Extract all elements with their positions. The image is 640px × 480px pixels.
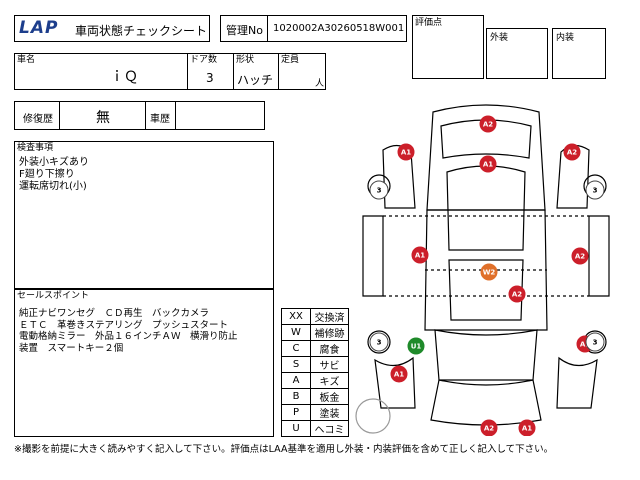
- rating-label: 評価点: [415, 18, 443, 28]
- damage-marker: A2: [571, 247, 589, 265]
- damage-marker: 3: [585, 332, 605, 352]
- damage-marker-label: A2: [567, 149, 577, 157]
- legend-meaning: キズ: [310, 372, 349, 389]
- shape-label: 形状: [236, 55, 255, 65]
- damage-marker: A1: [397, 143, 415, 161]
- damage-marker-label: A1: [580, 341, 590, 349]
- mgmt-no-value-box: 1020002A30260518W001: [267, 15, 407, 42]
- repair-label-box: 修復歴: [14, 101, 60, 130]
- legend-meaning: ヘコミ: [310, 420, 349, 437]
- interior-rating-box: 内装: [552, 28, 606, 79]
- damage-marker-label: A2: [575, 253, 585, 261]
- damage-marker-label: W2: [483, 269, 496, 277]
- legend-code: U: [281, 420, 311, 437]
- damage-marker: 3: [585, 180, 605, 200]
- header-title-box: LAP 車両状態チェックシート: [14, 15, 210, 42]
- car-history-label-box: 車歴: [145, 101, 176, 130]
- damage-marker-label: A1: [394, 371, 404, 379]
- capacity-label: 定員: [281, 55, 300, 65]
- exterior-label: 外装: [490, 33, 509, 43]
- selling-points-text: 純正ナビワンセグ ＣＤ再生 バックカメラ ＥＴＣ 革巻きステアリング プッシュス…: [19, 308, 238, 354]
- legend-code: A: [281, 372, 311, 389]
- legend-meaning: 腐食: [310, 340, 349, 357]
- damage-marker: A2: [480, 419, 498, 436]
- damage-marker: A1: [479, 155, 497, 173]
- sheet-title: 車両状態チェックシート: [75, 24, 208, 38]
- mgmt-no-label-box: 管理No: [220, 15, 268, 42]
- damage-marker: U1: [407, 337, 425, 355]
- legend-code: XX: [281, 308, 311, 325]
- footer-note: ※撮影を前提に大きく読みやすく記入して下さい。評価点はLAA基準を適用し外装・内…: [14, 444, 554, 455]
- doors-label: ドア数: [190, 55, 218, 65]
- damage-marker: A1: [411, 246, 429, 264]
- damage-marker: W2: [480, 263, 498, 281]
- logo: LAP: [19, 18, 59, 38]
- legend-meaning: 補修跡: [310, 324, 349, 341]
- legend-meaning: 板金: [310, 388, 349, 405]
- damage-marker: A1: [518, 419, 536, 436]
- rating-box: 評価点: [412, 15, 484, 79]
- damage-marker-label: A2: [484, 425, 494, 433]
- legend-code: P: [281, 404, 311, 421]
- damage-marker-label: A2: [483, 121, 493, 129]
- legend-meaning: サビ: [310, 356, 349, 373]
- damage-marker-label: 3: [593, 187, 598, 195]
- damage-marker: A2: [508, 285, 526, 303]
- legend-meaning: 塗装: [310, 404, 349, 421]
- selling-points-box: セールスポイント 純正ナビワンセグ ＣＤ再生 バックカメラ ＥＴＣ 革巻きステア…: [14, 289, 274, 437]
- shape-box: 形状 ハッチ: [233, 53, 279, 90]
- legend-code: C: [281, 340, 311, 357]
- legend-code: B: [281, 388, 311, 405]
- shape-value: ハッチ: [237, 73, 274, 87]
- interior-label: 内装: [556, 33, 575, 43]
- damage-marker-label: A1: [401, 149, 411, 157]
- inspection-box: 検査事項 外装小キズあり F廻り下擦り 運転席切れ(小): [14, 141, 274, 289]
- capacity-box: 定員 人: [278, 53, 326, 90]
- damage-marker-label: 3: [593, 339, 598, 347]
- damage-marker-label: A1: [483, 161, 493, 169]
- car-history-value-box: [175, 101, 265, 130]
- damage-marker: A1: [390, 365, 408, 383]
- damage-marker-label: U1: [411, 343, 422, 351]
- repair-label: 修復歴: [23, 114, 53, 125]
- legend-code: W: [281, 324, 311, 341]
- damage-marker: A2: [479, 115, 497, 133]
- selling-points-label: セールスポイント: [17, 291, 90, 301]
- inspection-text: 外装小キズあり F廻り下擦り 運転席切れ(小): [19, 157, 89, 192]
- car-history-label: 車歴: [150, 114, 170, 125]
- mgmt-no-value: 1020002A30260518W001: [273, 23, 405, 34]
- damage-marker-label: A1: [522, 425, 532, 433]
- repair-value-box: 無: [59, 101, 146, 130]
- car-name-label: 車名: [17, 55, 36, 65]
- legend-code: S: [281, 356, 311, 373]
- car-name-value: ｉＱ: [110, 69, 138, 85]
- exterior-rating-box: 外装: [486, 28, 548, 79]
- legend-meaning: 交換済: [310, 308, 349, 325]
- damage-marker-label: 3: [377, 339, 382, 347]
- damage-marker: 3: [369, 332, 389, 352]
- damage-marker: 3: [369, 180, 389, 200]
- damage-marker: A2: [563, 143, 581, 161]
- mgmt-no-label: 管理No: [226, 24, 263, 37]
- car-outline: [355, 104, 610, 434]
- doors-value: 3: [206, 71, 214, 85]
- repair-value: 無: [96, 110, 110, 126]
- car-name-box: 車名 ｉＱ: [14, 53, 188, 90]
- doors-box: ドア数 3: [187, 53, 234, 90]
- damage-marker-label: A2: [512, 291, 522, 299]
- damage-marker-label: A1: [415, 252, 425, 260]
- capacity-unit: 人: [315, 79, 325, 89]
- inspection-label: 検査事項: [17, 143, 54, 153]
- damage-marker-label: 3: [377, 187, 382, 195]
